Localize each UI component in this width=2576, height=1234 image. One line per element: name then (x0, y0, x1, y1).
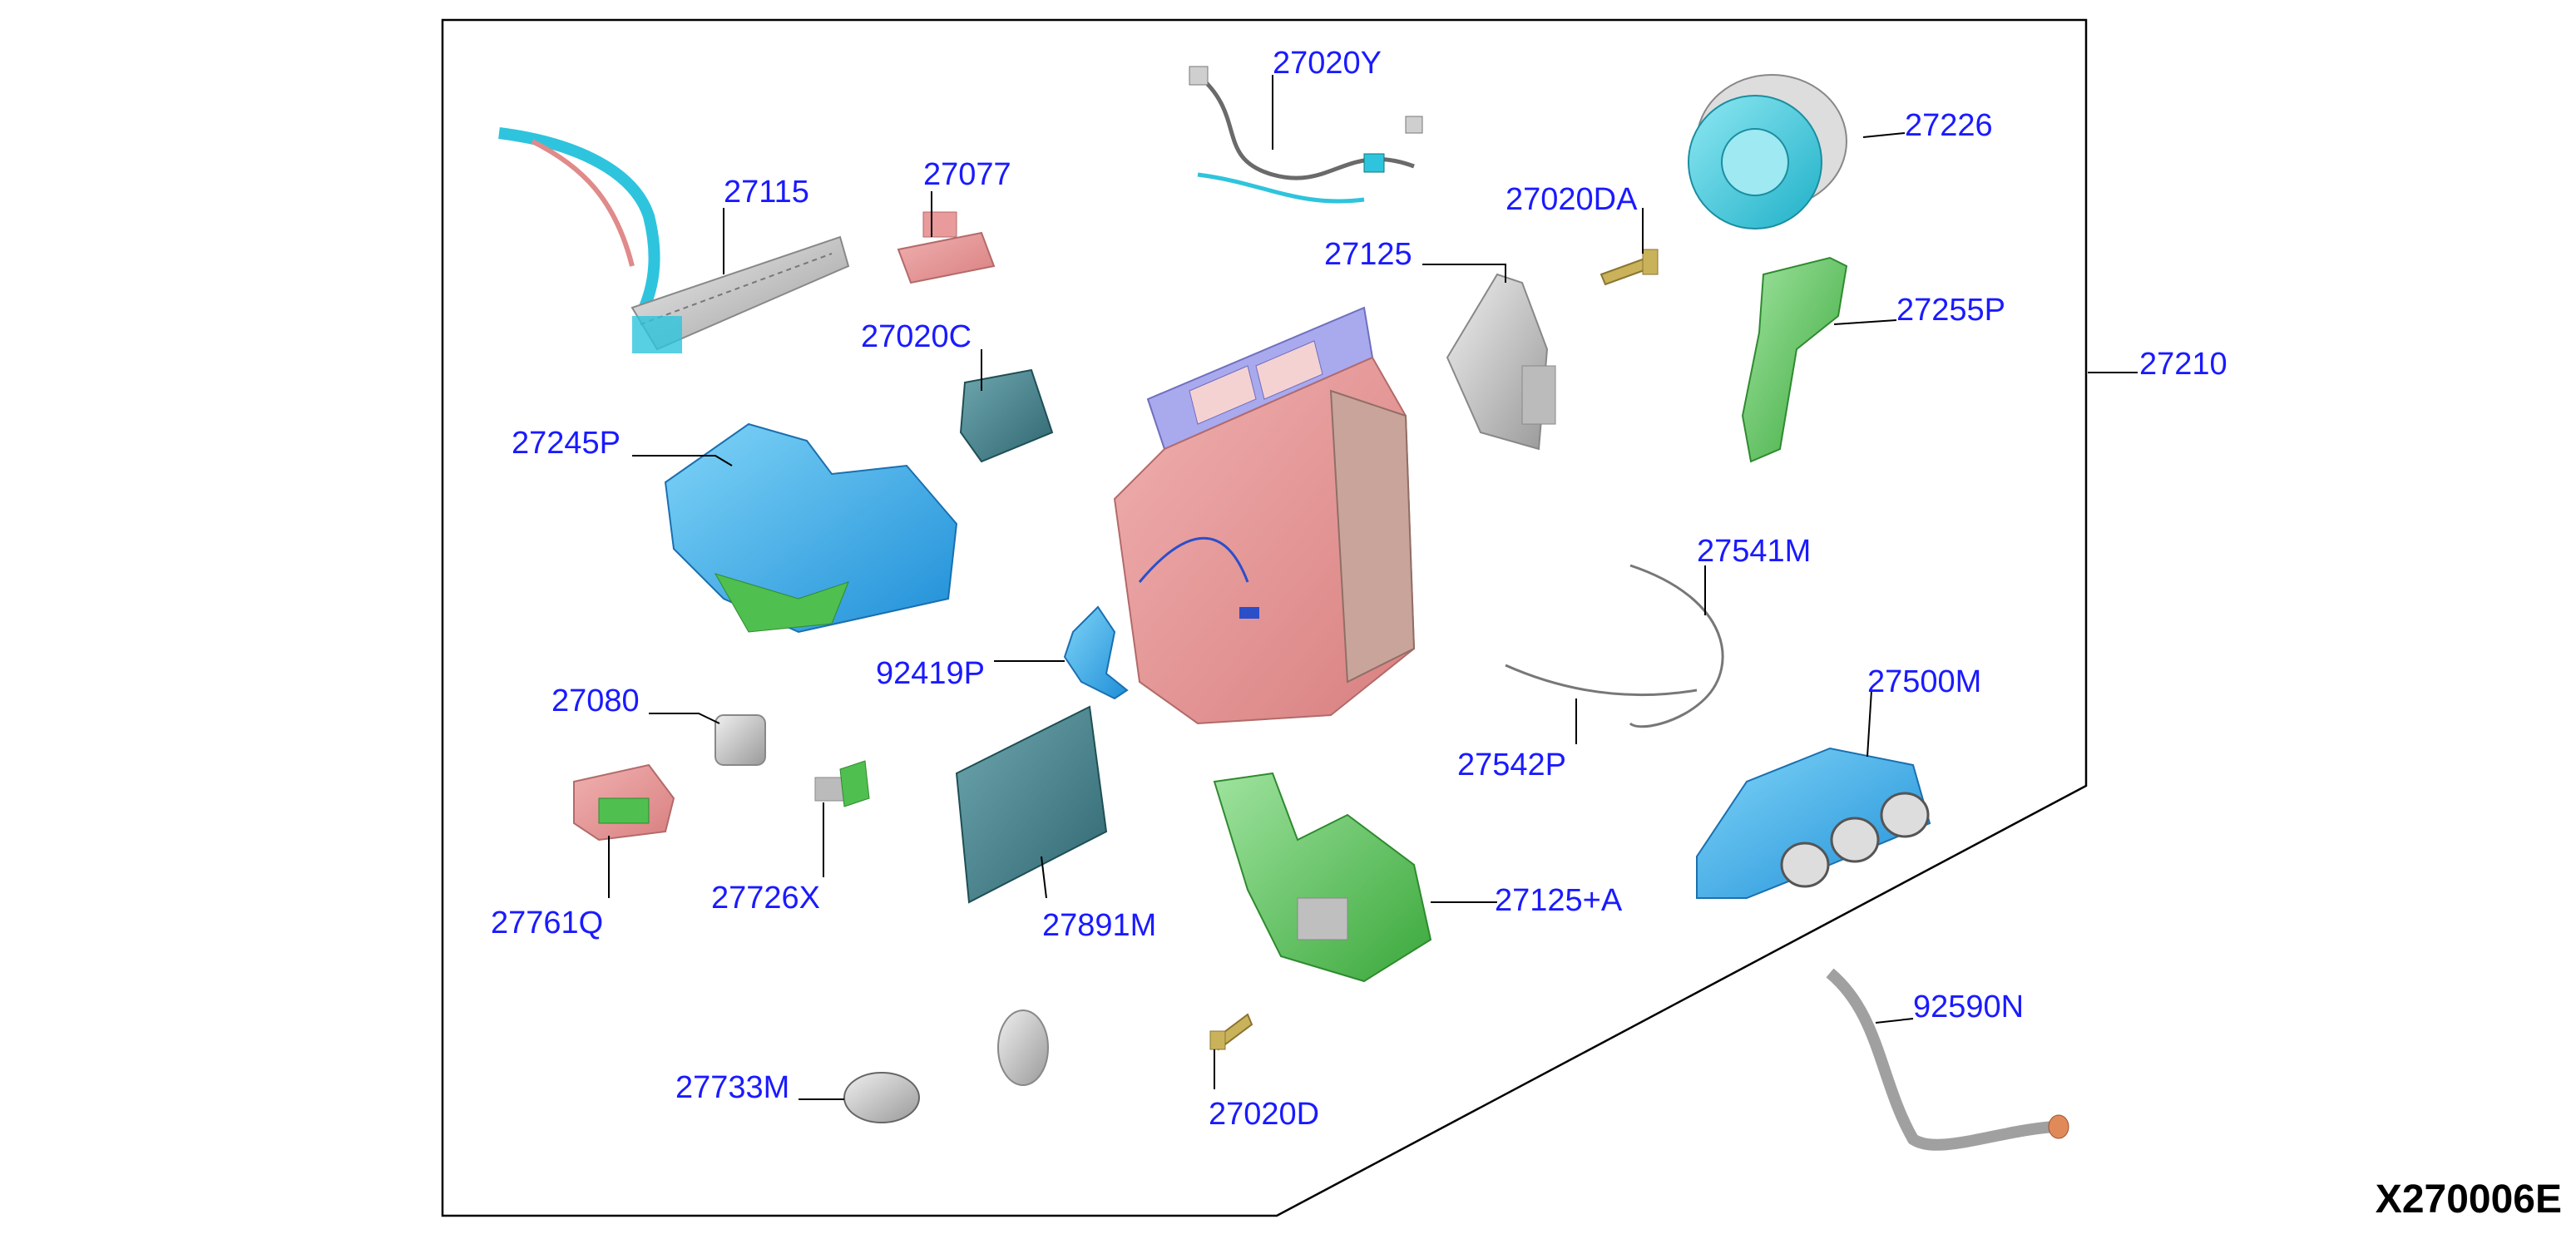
callout-27891m: 27891M (1042, 908, 1156, 943)
drain-hose-part (1826, 968, 2069, 1151)
callout-27020da: 27020DA (1506, 182, 1638, 217)
callout-27542p: 27542P (1457, 748, 1566, 782)
diagram-code: X270006E (2376, 1177, 2562, 1222)
callout-27020d: 27020D (1209, 1097, 1319, 1132)
leader-lines (608, 75, 2138, 1100)
evaporator-housing-part (664, 422, 958, 634)
actuator-part (1446, 273, 1556, 451)
clip-part (814, 760, 870, 807)
callout-27115: 27115 (724, 175, 809, 210)
callout-27125a: 27125+A (1495, 883, 1623, 918)
hvac-housing-part (1113, 306, 1416, 725)
screw-lower-part (1209, 1013, 1253, 1051)
callout-27500m: 27500M (1867, 664, 1981, 699)
callout-27020c: 27020C (861, 319, 972, 354)
callout-27080: 27080 (551, 684, 640, 718)
amplifier-part (573, 763, 675, 842)
callout-27245p: 27245P (512, 426, 621, 461)
callout-27541m: 27541M (1697, 534, 1811, 569)
callout-27020y: 27020Y (1273, 46, 1382, 81)
screw-part (1599, 249, 1659, 286)
blower-motor-part (1688, 74, 1847, 230)
diagram-frame (441, 18, 2088, 1217)
control-panel-part (1696, 747, 1931, 899)
filter-part (955, 705, 1108, 904)
callout-27733m: 27733M (675, 1070, 789, 1105)
wiring-harness-part (1189, 66, 1423, 204)
callout-92419p: 92419P (876, 656, 985, 691)
bracket-part (1063, 605, 1129, 700)
callout-27255p: 27255P (1896, 293, 2005, 328)
foam-block-part (959, 368, 1054, 463)
callout-27726x: 27726X (711, 881, 820, 916)
callout-27226: 27226 (1905, 108, 1993, 143)
small-motor-part (843, 1009, 1049, 1123)
duct-part (1741, 256, 1848, 463)
resistor-part (897, 211, 996, 284)
callout-27210: 27210 (2139, 347, 2227, 382)
callout-27125: 27125 (1324, 237, 1412, 272)
callout-27761q: 27761Q (491, 906, 603, 940)
callout-92590n: 92590N (1913, 990, 2024, 1024)
heater-core-part (498, 127, 850, 353)
actuator-assembly-part (1213, 772, 1432, 983)
control-cable-part (1505, 564, 1724, 728)
callout-27077: 27077 (923, 157, 1011, 192)
sensor-part (714, 714, 766, 766)
